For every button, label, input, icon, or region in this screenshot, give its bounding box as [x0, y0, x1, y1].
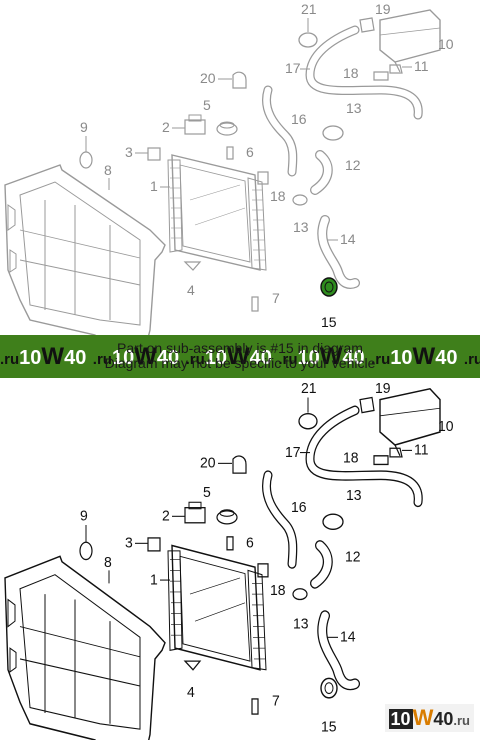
callout-2: 2	[162, 508, 170, 525]
banner-line-1: Part on sub-assembly is #15 in diagram	[117, 340, 363, 356]
callout-2: 2	[162, 119, 170, 135]
callout-7: 7	[272, 693, 280, 710]
banner-line-2: Diagram may not be specific to your vehi…	[104, 355, 376, 371]
callout-1: 1	[150, 572, 158, 589]
callout-10: 10	[438, 36, 454, 52]
callout-20: 20	[200, 70, 216, 86]
callout-19: 19	[375, 1, 391, 17]
callout-16: 16	[291, 500, 307, 517]
callout-21: 21	[301, 381, 317, 398]
callout-10: 10	[438, 418, 454, 435]
callout-14: 14	[340, 231, 356, 247]
callout-18b: 18	[343, 450, 359, 467]
callout-12: 12	[345, 157, 361, 173]
callout-18a: 18	[270, 188, 286, 204]
callout-18b: 18	[343, 65, 359, 81]
callout-13b: 13	[293, 616, 309, 633]
callout-17: 17	[285, 444, 301, 461]
callout-18a: 18	[270, 583, 286, 600]
callout-15: 15	[321, 719, 337, 736]
callout-8: 8	[104, 555, 112, 572]
callout-13b: 13	[293, 219, 309, 235]
info-banner: .ru10W40 .ru10W40 .ru10W40 .ru10W40 .ru1…	[0, 335, 480, 378]
callout-5: 5	[203, 97, 211, 113]
callout-12: 12	[345, 549, 361, 566]
callout-20: 20	[200, 455, 216, 472]
callout-14: 14	[340, 629, 356, 646]
callout-9: 9	[80, 119, 88, 135]
callout-4: 4	[187, 282, 195, 298]
callout-6: 6	[246, 144, 254, 160]
diagram-faded: 21 19 10 17 18 11 20 5 2 16 13 9 3 6 12 …	[0, 0, 480, 335]
callout-13a: 13	[346, 100, 362, 116]
callout-5: 5	[203, 484, 211, 501]
callout-3: 3	[125, 144, 133, 160]
callout-6: 6	[246, 535, 254, 552]
callout-11: 11	[414, 58, 429, 74]
diagram-full: 21 19 10 17 18 11 20 5 2 16 13 9 3 6 12 …	[0, 378, 480, 740]
callout-4: 4	[187, 684, 195, 701]
callout-3: 3	[125, 535, 133, 552]
highlight-clamp-15	[320, 277, 338, 297]
clamp-15	[320, 677, 338, 699]
callout-11: 11	[414, 442, 429, 459]
callout-13a: 13	[346, 488, 362, 505]
callout-8: 8	[104, 162, 112, 178]
watermark-strip: .ru10W40 .ru10W40 .ru10W40 .ru10W40 .ru1…	[0, 343, 480, 370]
callout-9: 9	[80, 508, 88, 525]
banner-text: Part on sub-assembly is #15 in diagram D…	[0, 341, 480, 371]
callout-19: 19	[375, 381, 391, 398]
site-logo: 10W40.ru	[384, 704, 474, 732]
callout-16: 16	[291, 111, 307, 127]
callout-21: 21	[301, 1, 317, 17]
callout-17: 17	[285, 60, 301, 76]
callout-15-top: 15	[321, 314, 337, 330]
callout-7: 7	[272, 290, 280, 306]
callout-1: 1	[150, 178, 158, 194]
